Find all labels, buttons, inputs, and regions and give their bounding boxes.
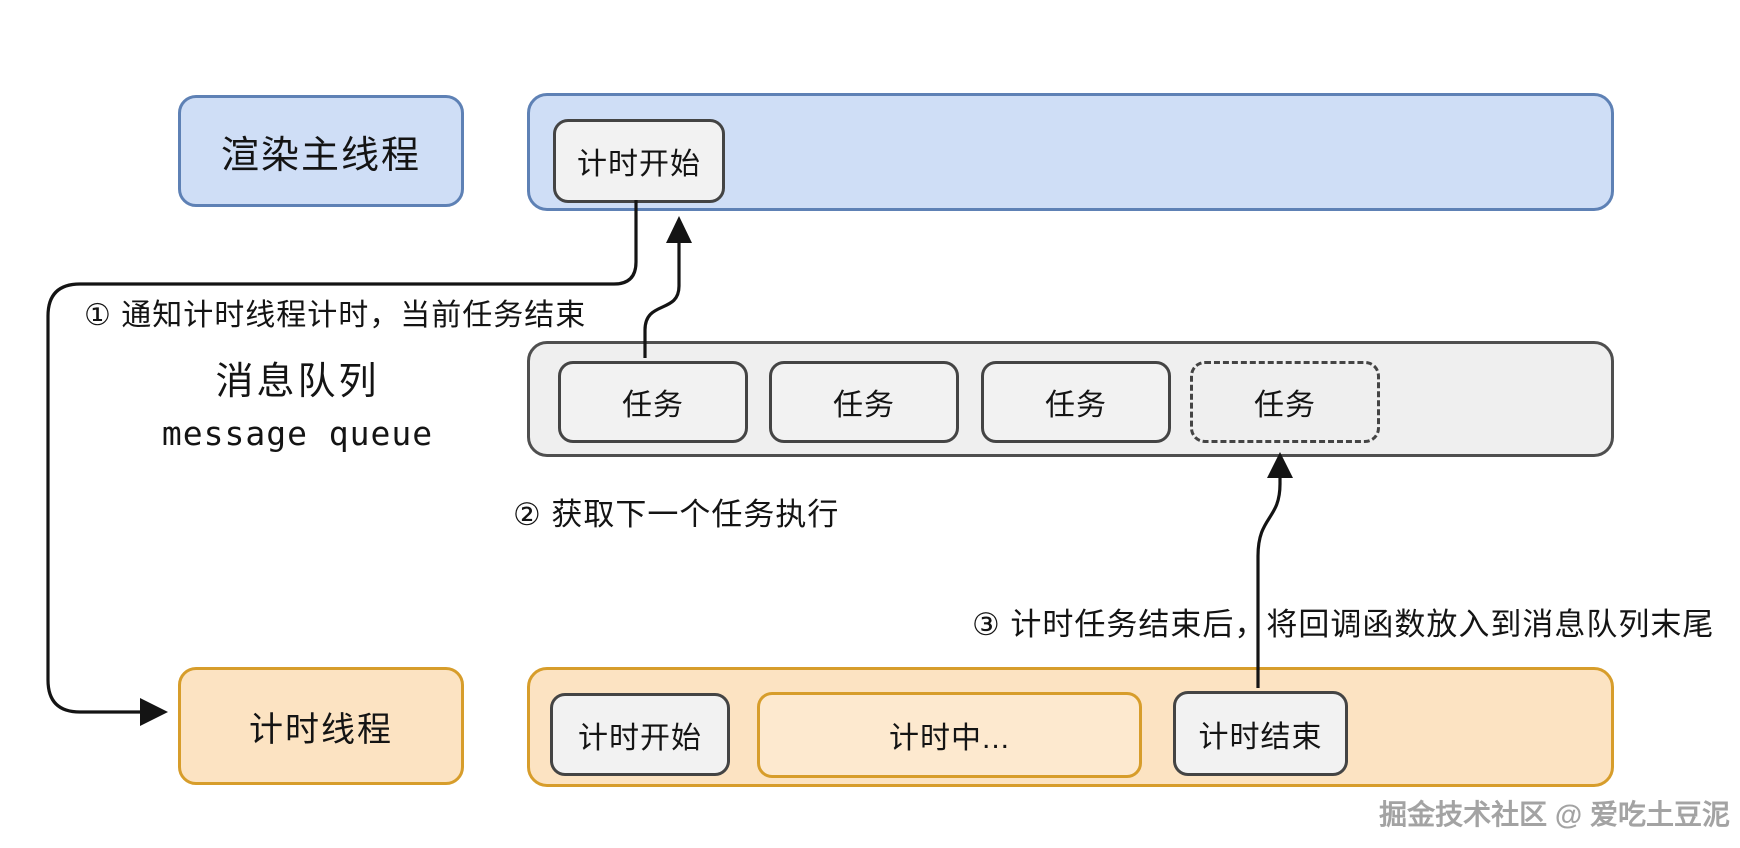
timer-start-label-main: 计时开始 [577,148,701,181]
task-label-2: 任务 [833,389,895,422]
task-label-1: 任务 [622,389,684,422]
timer-start-box-main: 计时开始 [553,119,725,203]
task-label-4: 任务 [1254,389,1316,422]
step2-annotation: ② 获取下一个任务执行 [513,497,840,532]
timing-start-box: 计时开始 [550,693,730,776]
arrow-step2-head [666,216,692,243]
watermark: 掘金技术社区 @ 爱吃土豆泥 [1379,799,1730,830]
timing-end-label: 计时结束 [1198,720,1323,754]
message-queue-bar: 任务 任务 任务 任务 [527,341,1614,457]
timing-start-label: 计时开始 [578,721,702,755]
render-thread-bar: 计时开始 [527,93,1614,211]
task-label-3: 任务 [1045,389,1107,422]
arrow-step3 [1256,470,1282,688]
render-thread-label: 渲染主线程 [220,134,421,177]
render-thread-label-box: 渲染主线程 [178,95,464,207]
task-box-2: 任务 [769,361,959,443]
step3-annotation: ③ 计时任务结束后，将回调函数放入到消息队列末尾 [972,607,1715,642]
timer-thread-bar: 计时开始 计时中... 计时结束 [527,667,1614,787]
task-box-3: 任务 [981,361,1171,443]
timing-in-progress-label: 计时中... [888,722,1010,755]
step1-annotation: ① 通知计时线程计时，当前任务结束 [84,299,587,332]
timing-in-progress-box: 计时中... [757,692,1142,778]
task-box-1: 任务 [558,361,748,443]
message-queue-label-en: message queue [161,413,434,453]
timer-thread-label: 计时线程 [249,710,393,749]
task-box-dashed: 任务 [1190,361,1380,443]
arrow-step1-head [140,698,168,726]
message-queue-label: 消息队列 message queue [120,360,475,453]
message-queue-label-cn: 消息队列 [215,361,380,403]
timer-thread-label-box: 计时线程 [178,667,464,785]
timing-end-box: 计时结束 [1173,691,1348,776]
